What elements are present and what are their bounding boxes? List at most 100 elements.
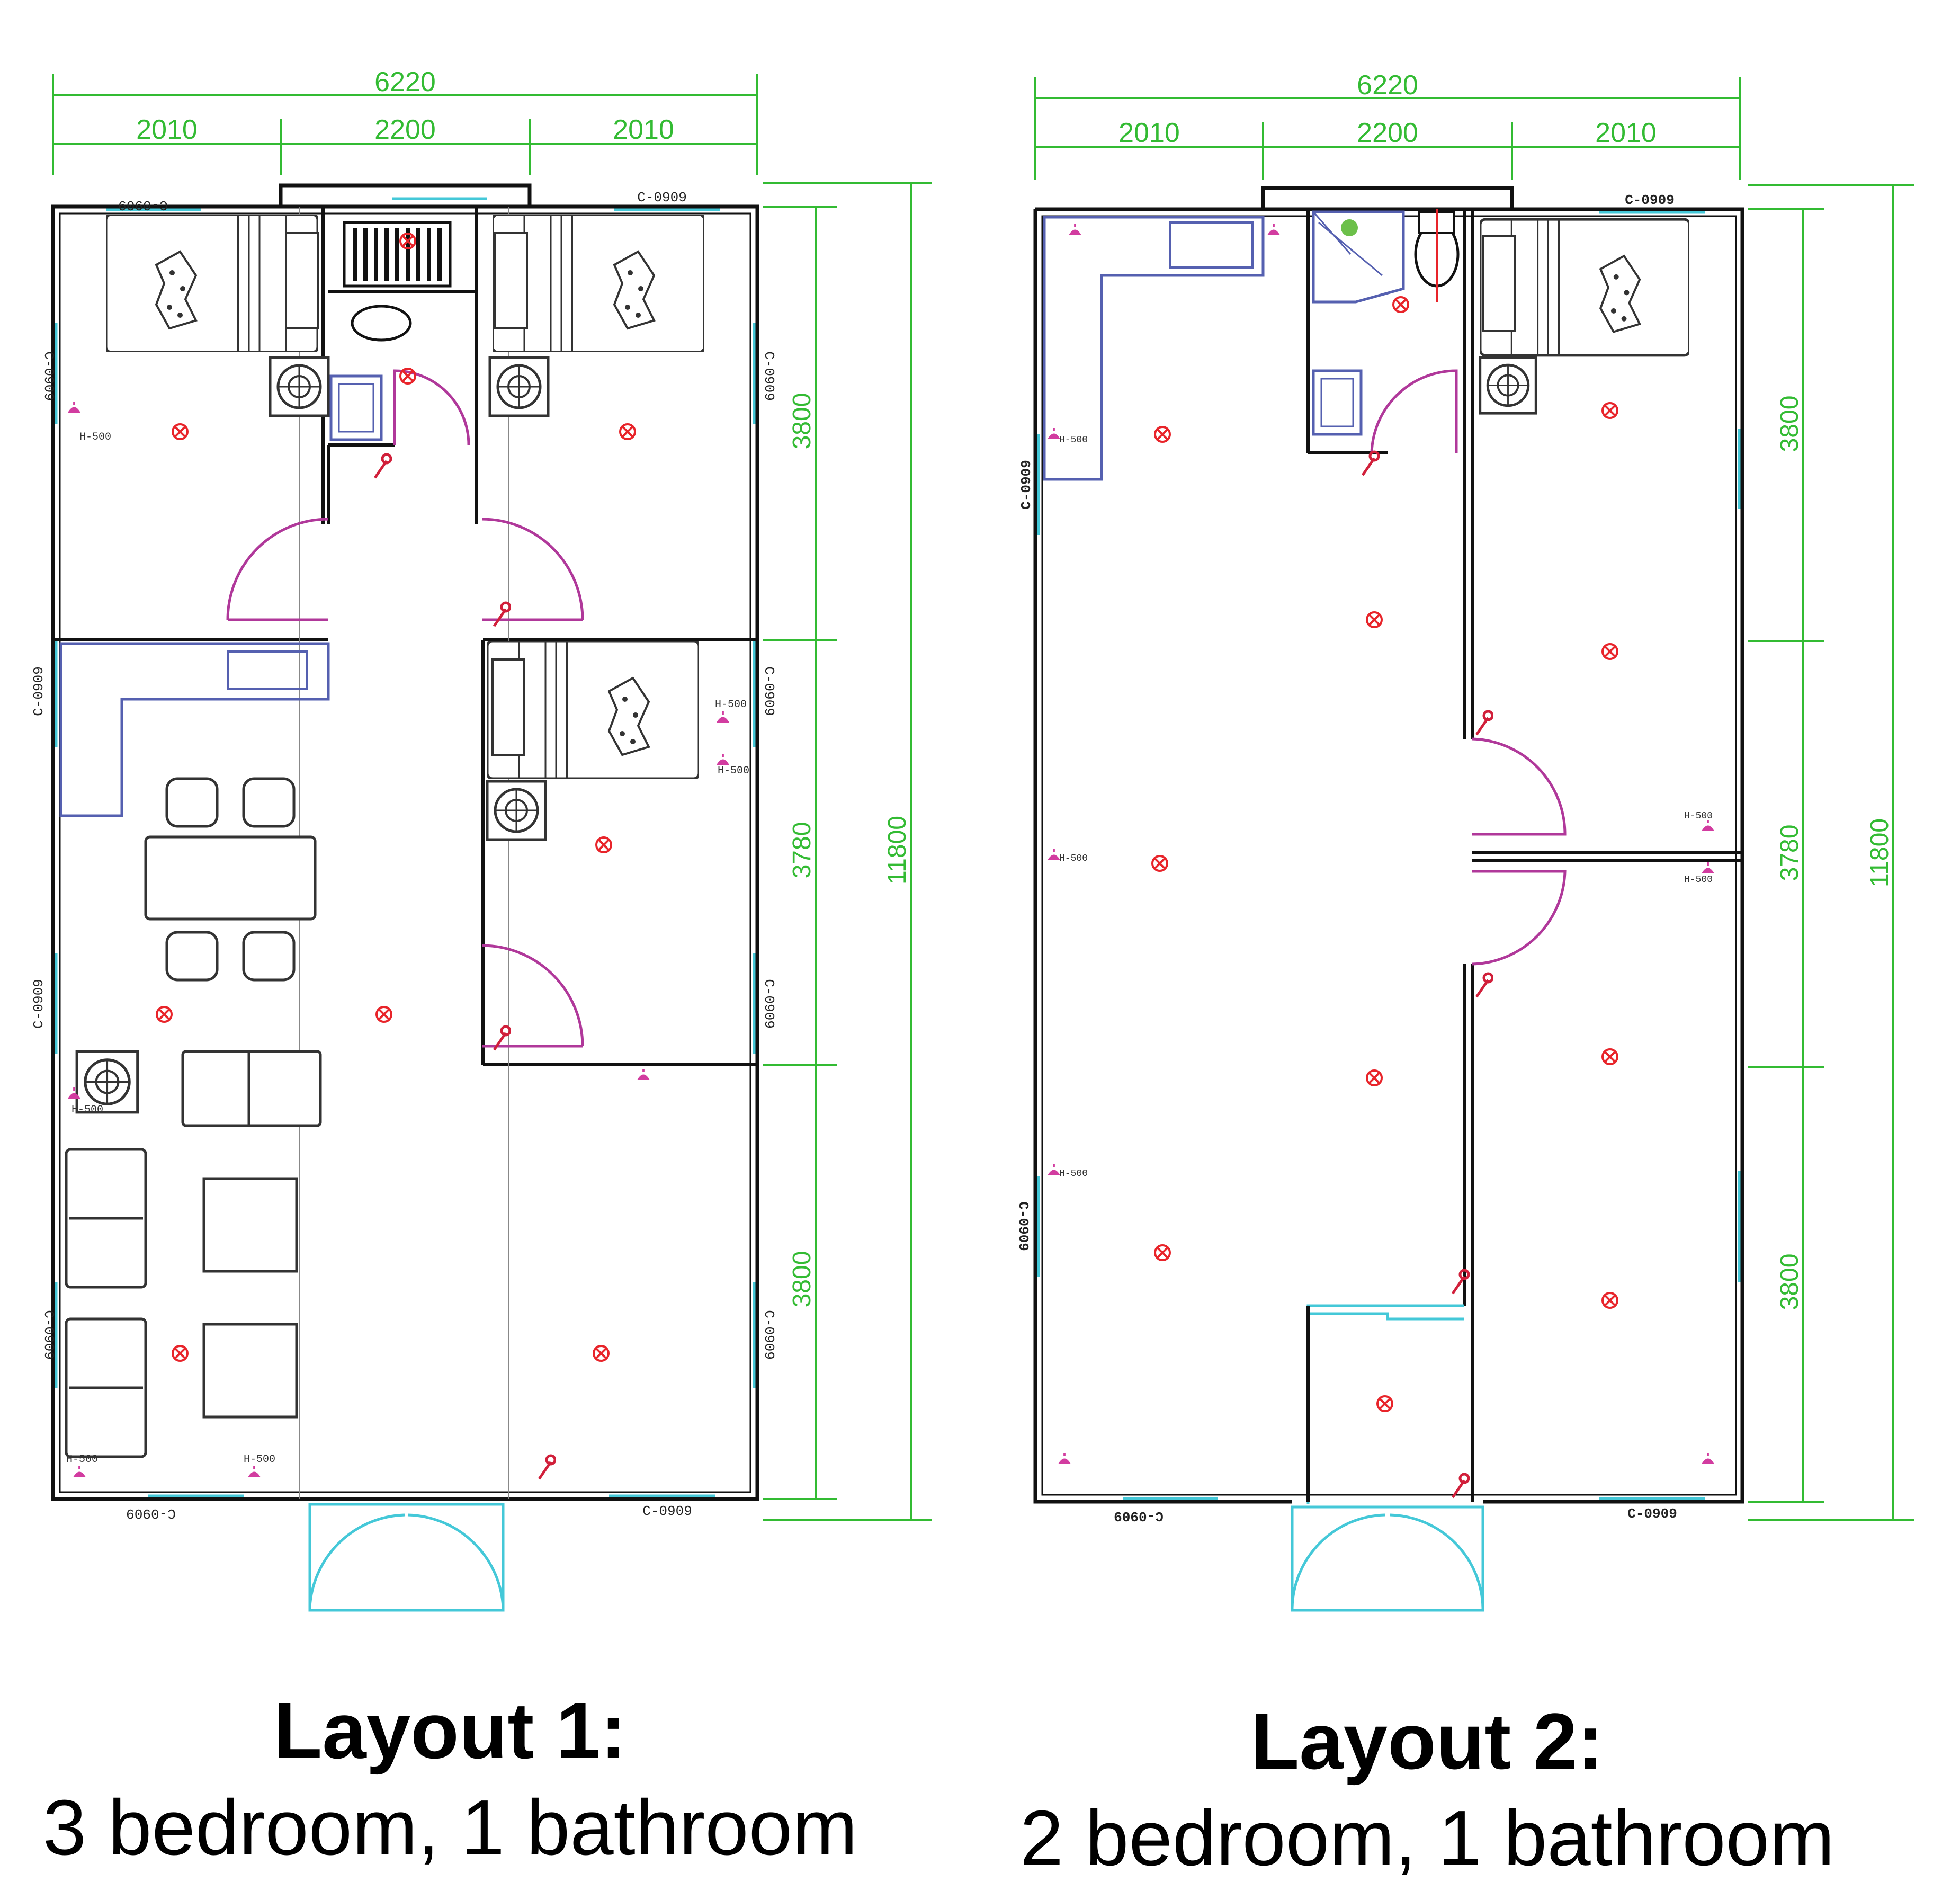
socket-icon xyxy=(1046,1163,1061,1176)
entrance-door xyxy=(308,1503,505,1612)
ceiling-light-icon xyxy=(375,1006,392,1023)
window-label: C-0909 xyxy=(31,666,47,716)
socket-icon xyxy=(1701,819,1715,832)
switch-icon xyxy=(539,1456,555,1479)
ceiling-light-icon xyxy=(1601,1048,1618,1065)
ceiling-light-icon xyxy=(1151,855,1168,872)
dimension-lines-top xyxy=(52,74,758,175)
socket-icon xyxy=(67,400,82,414)
dim-right: 2010 xyxy=(613,114,674,145)
ceiling-light-icon xyxy=(619,423,636,440)
kitchen-counter xyxy=(59,642,330,817)
lamp-icon xyxy=(77,1051,138,1112)
exterior-walls xyxy=(1033,186,1744,1504)
socket-label: H-500 xyxy=(715,699,747,711)
ceiling-light-icon xyxy=(1392,296,1409,313)
layout-1-title: Layout 1: xyxy=(273,1686,627,1775)
dim-left: 2010 xyxy=(1118,118,1180,148)
dimension-lines-top xyxy=(1034,77,1741,180)
socket-label: H-500 xyxy=(244,1453,275,1466)
nightstand xyxy=(491,658,525,756)
ceiling-light-icon xyxy=(1366,611,1383,628)
lamp-icon xyxy=(270,358,328,416)
ceiling-light-icon xyxy=(1366,1069,1383,1086)
bathroom-fixtures xyxy=(329,221,452,441)
ceiling-light-icon xyxy=(1601,643,1618,660)
switch-icon xyxy=(1476,711,1492,735)
switch-icon xyxy=(1453,1474,1469,1497)
window-label: C-0909 xyxy=(642,1503,692,1519)
socket-label: H-500 xyxy=(1059,435,1088,445)
socket-icon xyxy=(715,753,730,766)
window-label: C-0909 xyxy=(31,979,47,1029)
ceiling-light-icon xyxy=(1154,1244,1171,1261)
switch-icon xyxy=(1363,452,1379,475)
dimension-lines-right xyxy=(1748,184,1914,1521)
dining-set xyxy=(144,777,317,982)
ceiling-light-icon xyxy=(1376,1395,1393,1412)
socket-label: H-500 xyxy=(1684,811,1713,822)
lamp-icon xyxy=(490,358,548,416)
living-furniture xyxy=(65,1050,322,1458)
doors xyxy=(1370,369,1567,966)
layout-1-subtitle: 3 bedroom, 1 bathroom xyxy=(42,1784,858,1871)
dim-row1: 3800 xyxy=(788,393,816,450)
switch-icon xyxy=(1453,1270,1469,1294)
exterior-walls xyxy=(51,183,759,1501)
window-label: C-0909 xyxy=(761,666,777,716)
socket-icon xyxy=(1068,223,1082,236)
dim-total-height: 11800 xyxy=(883,816,911,885)
socket-icon xyxy=(1266,223,1281,236)
window-label: C-0909 xyxy=(118,197,168,213)
sockets xyxy=(1046,223,1715,1465)
layout-1-caption: Layout 1: 3 bedroom, 1 bathroom xyxy=(0,1686,900,1872)
socket-icon xyxy=(1057,1452,1072,1465)
nightstand xyxy=(1482,235,1516,332)
dim-mid: 2200 xyxy=(374,114,436,145)
entrance-door xyxy=(1291,1505,1484,1612)
doors xyxy=(226,369,584,1048)
socket-icon xyxy=(72,1465,87,1478)
nightstand xyxy=(494,232,528,329)
dim-row2: 3780 xyxy=(1776,825,1804,881)
windows xyxy=(55,197,756,1497)
socket-label: H-500 xyxy=(66,1453,98,1466)
nightstand xyxy=(285,232,319,329)
layout-2-title: Layout 2: xyxy=(1250,1697,1604,1786)
window-label: C-0909 xyxy=(761,1310,777,1360)
windows xyxy=(1037,211,1741,1500)
window-label: C-0909 xyxy=(761,979,777,1029)
ceiling-light-icon xyxy=(1601,402,1618,419)
ceiling-light-icon xyxy=(1601,1292,1618,1309)
dim-mid: 2200 xyxy=(1357,118,1418,148)
window-label: C-0909 xyxy=(1018,460,1034,510)
floor-plan-layout-1: 6220 2010 2200 2010 3800 3780 3800 11800 xyxy=(31,67,932,1612)
dim-total-height: 11800 xyxy=(1866,818,1894,887)
interior-walls xyxy=(1306,209,1742,1502)
window-label: C-0909 xyxy=(637,190,687,206)
ceiling-light-icon xyxy=(593,1345,610,1362)
ceiling-light-icon xyxy=(172,423,189,440)
socket-icon xyxy=(715,710,730,724)
dimension-lines-right xyxy=(763,182,932,1521)
window-label: C-0909 xyxy=(41,1310,57,1360)
dim-row2: 3780 xyxy=(788,822,816,879)
dim-right: 2010 xyxy=(1595,118,1657,148)
socket-icon xyxy=(636,1068,651,1081)
switches xyxy=(375,454,555,1479)
dim-row1: 3800 xyxy=(1776,396,1804,452)
window-label: C-0909 xyxy=(1015,1201,1031,1251)
ceiling-light-icon xyxy=(1154,426,1171,443)
ceiling-light-icon xyxy=(156,1006,173,1023)
switch-icon xyxy=(1476,974,1492,997)
kitchen-counter xyxy=(1043,216,1265,481)
dim-row3: 3800 xyxy=(788,1251,816,1308)
floor-plan-layout-2: 6220 2010 2200 2010 3800 3780 3800 11800 xyxy=(1015,70,1914,1612)
dim-left: 2010 xyxy=(136,114,198,145)
window-label: C-0909 xyxy=(1625,192,1675,208)
socket-icon xyxy=(1046,848,1061,861)
layout-2-subtitle: 2 bedroom, 1 bathroom xyxy=(1019,1795,1835,1882)
socket-label: H-500 xyxy=(71,1104,103,1116)
window-label: C-0909 xyxy=(41,351,57,401)
ceiling-light-icon xyxy=(172,1345,189,1362)
